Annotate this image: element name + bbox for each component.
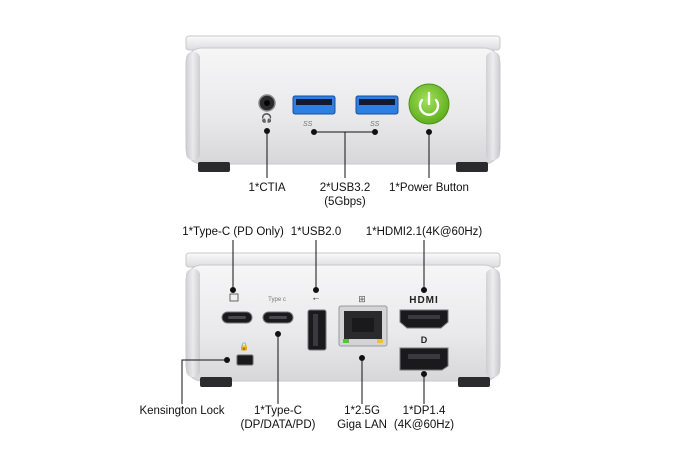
label-hdmi: 1*HDMI2.1(4K@60Hz) (365, 226, 483, 238)
front-right-edge (486, 52, 500, 160)
usb-ss-logo-left: SS (303, 121, 313, 128)
hdmi-logo: HDMI (409, 295, 439, 306)
label-typec-data-line1: 1*Type-C (254, 405, 302, 417)
label-typec-pd: 1*Type-C (PD Only) (182, 226, 284, 238)
rear-panel: Type c ⭠ ⊞ HDMI D 🔒 (185, 252, 501, 387)
hdmi-port[interactable] (399, 309, 449, 329)
label-usb32: 2*USB3.2 (5Gbps) (305, 181, 385, 209)
front-foot-left (198, 162, 230, 172)
rear-foot-right (458, 377, 490, 387)
kensington-lock-slot[interactable] (236, 354, 254, 366)
pd-icon (229, 293, 239, 302)
label-usb32-line1: 2*USB3.2 (319, 182, 371, 194)
rear-right-edge (486, 269, 500, 377)
label-usb32-line2: (5Gbps) (324, 196, 366, 208)
displayport-port[interactable] (399, 347, 449, 371)
usb-ss-logo-right: SS (370, 121, 380, 128)
rear-callouts (181, 240, 427, 404)
typec-pd-port[interactable] (221, 311, 253, 324)
headset-icon: 🎧 (261, 112, 272, 123)
usb32-port-right[interactable] (355, 95, 399, 115)
displayport-icon: D (421, 335, 428, 345)
power-button[interactable] (408, 83, 450, 125)
front-panel: 🎧 SS SS (185, 35, 501, 172)
label-power-button: 1*Power Button (389, 182, 469, 194)
usb20-port[interactable] (307, 309, 327, 351)
usb32-port-left[interactable] (292, 95, 336, 115)
label-dp: 1*DP1.4 (4K@60Hz) (389, 404, 459, 432)
label-typec-data-line2: (DP/DATA/PD) (240, 419, 316, 431)
rear-foot-left (200, 377, 232, 387)
label-usb20: 1*USB2.0 (290, 226, 342, 238)
label-lan-line2: Giga LAN (337, 419, 387, 431)
label-typec-data: 1*Type-C (DP/DATA/PD) (236, 404, 320, 432)
network-icon: ⊞ (358, 294, 366, 304)
label-kensington: Kensington Lock (139, 405, 225, 417)
label-lan: 1*2.5G Giga LAN (327, 404, 397, 432)
front-callouts (264, 128, 432, 178)
lan-port[interactable] (338, 305, 388, 347)
lock-icon: 🔒 (239, 342, 249, 351)
label-lan-line1: 1*2.5G (344, 405, 380, 417)
typec-data-port[interactable] (262, 311, 294, 324)
usb-icon: ⭠ (313, 294, 320, 303)
label-dp-line1: 1*DP1.4 (402, 405, 446, 417)
label-dp-line2: (4K@60Hz) (393, 419, 455, 431)
rear-left-edge (186, 269, 200, 377)
label-ctia: 1*CTIA (248, 182, 286, 194)
front-left-edge (186, 52, 200, 160)
power-icon (418, 98, 440, 116)
typec-port-text: Type c (268, 297, 286, 303)
front-body (185, 47, 501, 165)
front-foot-right (456, 162, 488, 172)
